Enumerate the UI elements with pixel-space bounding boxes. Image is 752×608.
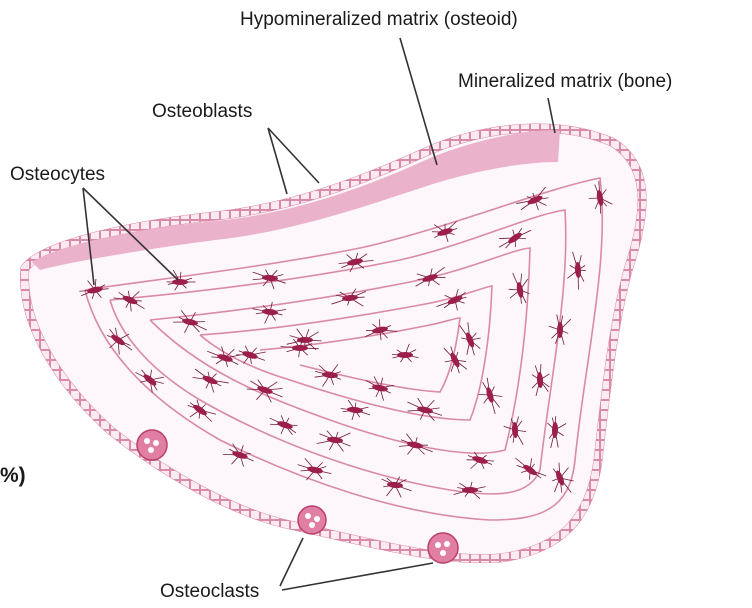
osteoclast [428,533,458,563]
cropped-text-fragment: %) [0,464,26,487]
osteoclasts-leader-2 [282,563,433,590]
osteoclast [298,506,326,534]
osteoid-leader [400,38,437,165]
osteocyte-body [397,352,413,358]
osteoblasts-label: Osteoblasts [152,101,252,122]
osteocyte-body [292,345,308,351]
osteocyte-body [172,279,188,285]
osteocytes-label: Osteocytes [10,164,105,185]
bone-label: Mineralized matrix (bone) [458,71,672,92]
osteoid-label: Hypomineralized matrix (osteoid) [240,9,518,30]
osteocyte-body [462,487,478,493]
osteoclasts-leader-1 [280,538,303,586]
osteocyte-body [297,337,313,343]
osteoclast [137,430,167,460]
osteoclasts-label: Osteoclasts [160,581,259,602]
